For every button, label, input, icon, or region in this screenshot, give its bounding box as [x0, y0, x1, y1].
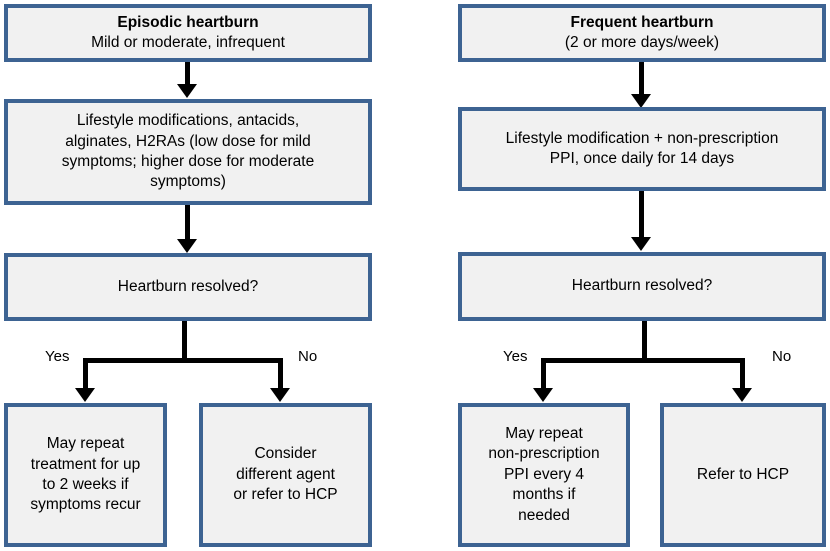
arrowhead-frequent-treatment-to-decision [631, 237, 651, 251]
node-episodic-decision: Heartburn resolved? [4, 253, 372, 321]
arrowhead-episodic-treatment-to-decision [177, 239, 197, 253]
node-episodic-no-outcome: Consider different agent or refer to HCP [199, 403, 372, 547]
connector-frequent-treatment-to-decision [639, 191, 644, 239]
node-frequent-no-outcome: Refer to HCP [660, 403, 826, 547]
branch-label-frequent-no: No [772, 348, 792, 365]
node-episodic-start: Episodic heartburn Mild or moderate, inf… [4, 4, 372, 62]
node-frequent-yes-outcome-text: May repeat non-prescription PPI every 4 … [488, 424, 600, 524]
node-episodic-yes-outcome: May repeat treatment for up to 2 weeks i… [4, 403, 167, 547]
connector-episodic-treatment-to-decision [185, 205, 190, 241]
node-episodic-treatment-text: Lifestyle modifications, antacids, algin… [61, 112, 315, 191]
connector-frequent-start-to-treatment [639, 62, 644, 96]
connector-frequent-no-drop [740, 358, 745, 390]
branch-label-frequent-yes: Yes [503, 348, 528, 365]
node-frequent-treatment: Lifestyle modification + non-prescriptio… [458, 107, 826, 191]
connector-frequent-yes-drop [541, 358, 546, 390]
node-frequent-decision: Heartburn resolved? [458, 252, 826, 321]
connector-episodic-no-drop [278, 358, 283, 390]
arrowhead-frequent-start-to-treatment [631, 94, 651, 108]
node-frequent-start-title: Frequent heartburn [570, 13, 714, 31]
node-episodic-treatment: Lifestyle modifications, antacids, algin… [4, 99, 372, 205]
node-episodic-start-subtitle: Mild or moderate, infrequent [91, 34, 285, 51]
branch-label-episodic-no: No [298, 348, 318, 365]
node-episodic-yes-outcome-text: May repeat treatment for up to 2 weeks i… [30, 435, 141, 514]
node-episodic-start-title: Episodic heartburn [117, 13, 259, 31]
node-frequent-yes-outcome: May repeat non-prescription PPI every 4 … [458, 403, 630, 547]
connector-frequent-decision-stem [642, 321, 647, 363]
connector-episodic-yes-drop [83, 358, 88, 390]
node-frequent-no-outcome-text: Refer to HCP [696, 465, 790, 483]
connector-episodic-decision-crossbar [83, 358, 283, 363]
node-episodic-decision-text: Heartburn resolved? [117, 277, 259, 295]
arrowhead-episodic-start-to-treatment [177, 84, 197, 98]
node-frequent-treatment-text: Lifestyle modification + non-prescriptio… [505, 129, 779, 167]
arrowhead-frequent-yes [533, 388, 553, 402]
node-frequent-decision-text: Heartburn resolved? [571, 277, 713, 295]
arrowhead-frequent-no [732, 388, 752, 402]
node-episodic-no-outcome-text: Consider different agent or refer to HCP [233, 445, 338, 504]
branch-label-episodic-yes: Yes [45, 348, 70, 365]
arrowhead-episodic-no [270, 388, 290, 402]
connector-episodic-decision-stem [182, 321, 187, 363]
node-frequent-start-subtitle: (2 or more days/week) [564, 34, 720, 51]
connector-frequent-decision-crossbar [541, 358, 745, 363]
node-frequent-start: Frequent heartburn (2 or more days/week) [458, 4, 826, 62]
arrowhead-episodic-yes [75, 388, 95, 402]
connector-episodic-start-to-treatment [185, 62, 190, 86]
